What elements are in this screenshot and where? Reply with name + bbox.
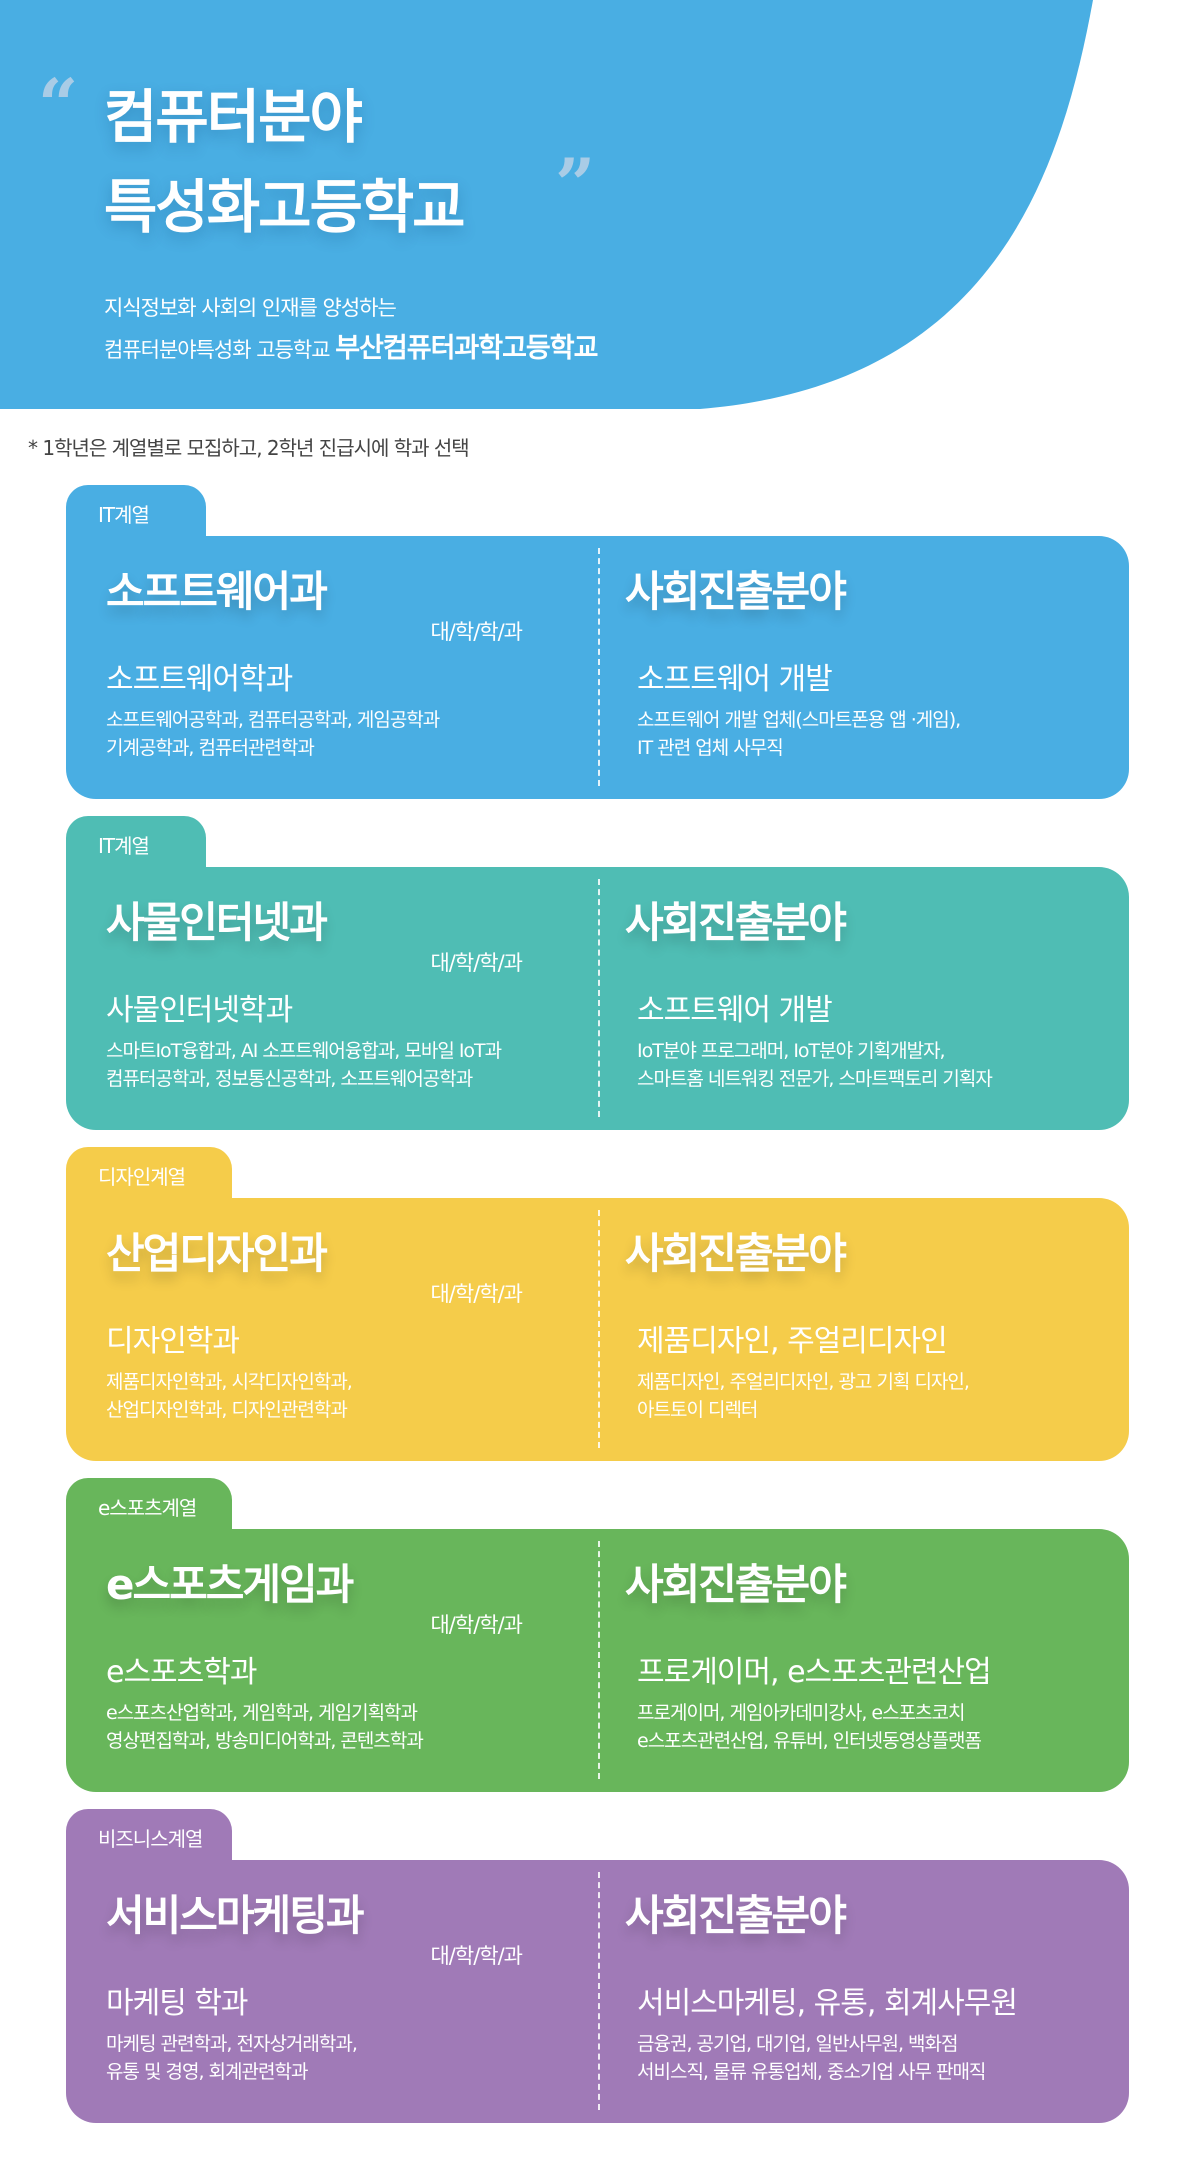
- career-field: 소프트웨어 개발: [637, 993, 833, 1028]
- dashed-divider: [598, 1210, 600, 1448]
- open-quote-icon: “: [38, 63, 79, 146]
- career-field: 소프트웨어 개발: [637, 662, 833, 697]
- university-major: e스포츠학과: [106, 1655, 257, 1690]
- category-label: 디자인계열: [98, 1165, 186, 1189]
- dashed-divider: [598, 879, 600, 1117]
- university-details: 제품디자인학과, 시각디자인학과, 산업디자인학과, 디자인관련학과: [106, 1371, 353, 1421]
- card-body: e스포츠게임과 대/학/학/과 e스포츠학과 e스포츠산업학과, 게임학과, 게…: [66, 1529, 1129, 1792]
- department-name: e스포츠게임과: [106, 1560, 354, 1609]
- header-background: [0, 0, 1093, 409]
- career-field: 프로게이머, e스포츠관련산업: [637, 1655, 992, 1690]
- university-label: 대/학/학/과: [430, 620, 523, 644]
- university-label: 대/학/학/과: [430, 951, 523, 975]
- university-label: 대/학/학/과: [430, 1944, 523, 1968]
- university-details: 마케팅 관련학과, 전자상거래학과, 유통 및 경영, 회계관련학과: [106, 2033, 358, 2083]
- category-tab: e스포츠계열: [66, 1478, 232, 1568]
- university-details: e스포츠산업학과, 게임학과, 게임기획학과 영상편집학과, 방송미디어학과, …: [106, 1702, 424, 1752]
- card-body: 사물인터넷과 대/학/학/과 사물인터넷학과 스마트IoT융합과, AI 소프트…: [66, 867, 1129, 1130]
- career-title: 사회진출분야: [625, 567, 847, 616]
- dashed-divider: [598, 548, 600, 786]
- category-label: IT계열: [98, 503, 150, 527]
- department-name: 사물인터넷과: [106, 898, 328, 947]
- university-details: 스마트IoT융합과, AI 소프트웨어융합과, 모바일 IoT과 컴퓨터공학과,…: [106, 1040, 502, 1090]
- university-details: 소프트웨어공학과, 컴퓨터공학과, 게임공학과 기계공학과, 컴퓨터관련학과: [106, 709, 440, 759]
- career-title: 사회진출분야: [625, 1891, 847, 1940]
- department-card: IT계열 사물인터넷과 대/학/학/과 사물인터넷학과 스마트IoT융합과, A…: [66, 816, 1129, 1130]
- career-field: 제품디자인, 주얼리디자인: [637, 1324, 948, 1359]
- close-quote-icon: ”: [555, 143, 596, 226]
- subtitle-line2: 컴퓨터분야특성화 고등학교 부산컴퓨터과학고등학교: [104, 326, 598, 365]
- card-body: 소프트웨어과 대/학/학/과 소프트웨어학과 소프트웨어공학과, 컴퓨터공학과,…: [66, 536, 1129, 799]
- category-label: e스포츠계열: [98, 1496, 197, 1520]
- page-title-line1: 컴퓨터분야: [104, 83, 363, 151]
- category-label: IT계열: [98, 834, 150, 858]
- department-card: IT계열 소프트웨어과 대/학/학/과 소프트웨어학과 소프트웨어공학과, 컴퓨…: [66, 485, 1129, 799]
- career-details: 금융권, 공기업, 대기업, 일반사무원, 백화점 서비스직, 물류 유통업체,…: [637, 2033, 986, 2083]
- university-major: 마케팅 학과: [106, 1986, 249, 2021]
- school-name: 부산컴퓨터과학고등학교: [335, 333, 598, 364]
- department-name: 소프트웨어과: [106, 567, 328, 616]
- dashed-divider: [598, 1541, 600, 1779]
- department-name: 서비스마케팅과: [106, 1891, 364, 1940]
- university-major: 디자인학과: [106, 1324, 240, 1359]
- university-label: 대/학/학/과: [430, 1613, 523, 1637]
- department-name: 산업디자인과: [106, 1229, 328, 1278]
- career-details: IoT분야 프로그래머, IoT분야 기획개발자, 스마트홈 네트워킹 전문가,…: [637, 1040, 993, 1090]
- career-title: 사회진출분야: [625, 898, 847, 947]
- dashed-divider: [598, 1872, 600, 2110]
- university-major: 소프트웨어학과: [106, 662, 293, 697]
- career-details: 소프트웨어 개발 업체(스마트폰용 앱 ·게임), IT 관련 업체 사무직: [637, 709, 961, 759]
- career-field: 서비스마케팅, 유통, 회계사무원: [637, 1986, 1018, 2021]
- enrollment-note: * 1학년은 계열별로 모집하고, 2학년 진급시에 학과 선택: [28, 436, 470, 460]
- department-card: e스포츠계열 e스포츠게임과 대/학/학/과 e스포츠학과 e스포츠산업학과, …: [66, 1478, 1129, 1792]
- career-details: 프로게이머, 게임아카데미강사, e스포츠코치 e스포츠관련산업, 유튜버, 인…: [637, 1702, 982, 1752]
- career-details: 제품디자인, 주얼리디자인, 광고 기획 디자인, 아트토이 디렉터: [637, 1371, 970, 1421]
- subtitle-line1: 지식정보화 사회의 인재를 양성하는: [104, 296, 397, 320]
- career-title: 사회진출분야: [625, 1229, 847, 1278]
- card-body: 산업디자인과 대/학/학/과 디자인학과 제품디자인학과, 시각디자인학과, 산…: [66, 1198, 1129, 1461]
- subtitle-prefix: 컴퓨터분야특성화 고등학교: [104, 338, 331, 362]
- card-body: 서비스마케팅과 대/학/학/과 마케팅 학과 마케팅 관련학과, 전자상거래학과…: [66, 1860, 1129, 2123]
- category-label: 비즈니스계열: [98, 1827, 203, 1851]
- page-title-line2: 특성화고등학교: [104, 173, 466, 241]
- university-label: 대/학/학/과: [430, 1282, 523, 1306]
- department-card: 비즈니스계열 서비스마케팅과 대/학/학/과 마케팅 학과 마케팅 관련학과, …: [66, 1809, 1129, 2123]
- department-card: 디자인계열 산업디자인과 대/학/학/과 디자인학과 제품디자인학과, 시각디자…: [66, 1147, 1129, 1461]
- career-title: 사회진출분야: [625, 1560, 847, 1609]
- university-major: 사물인터넷학과: [106, 993, 293, 1028]
